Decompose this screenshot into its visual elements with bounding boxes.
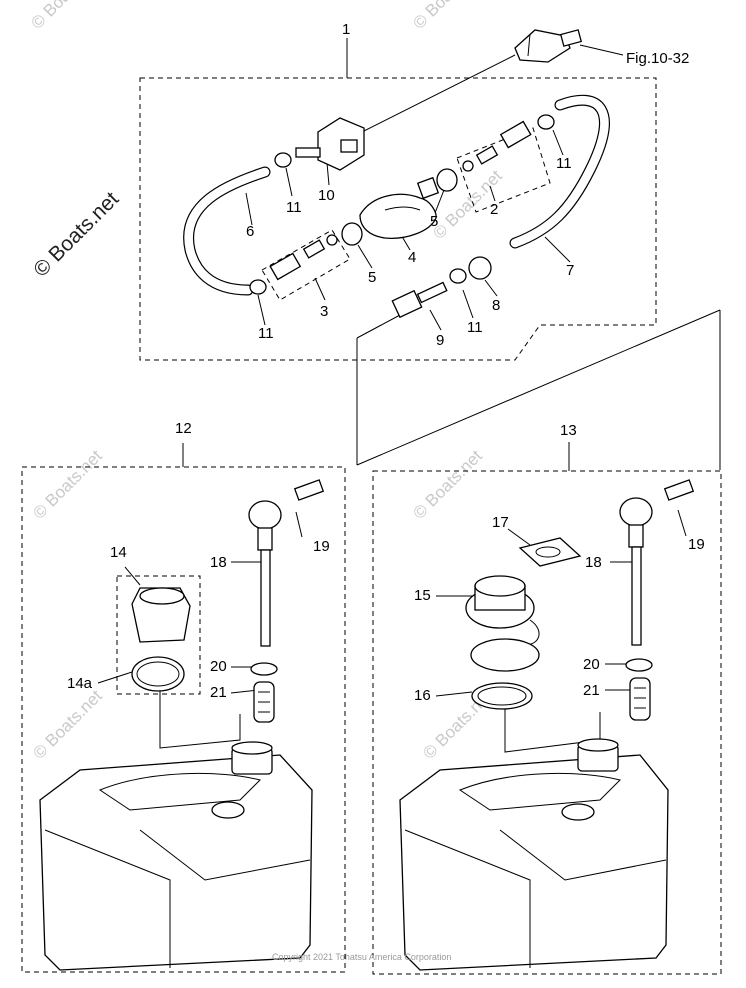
watermark: © Boats.net [409,0,486,33]
primer-assembly [183,94,610,319]
callout-14a: 14a [67,675,93,692]
leader-lines [97,38,721,753]
callout-20: 20 [210,658,227,675]
connector-fig-10-32 [514,29,583,63]
callout-18: 18 [585,554,602,571]
callout-1: 1 [342,21,350,38]
callout-2: 2 [490,201,498,218]
assembly-13-boundary [372,470,722,975]
watermarks: © Boats.net © Boats.net © Boats.net © Bo… [27,0,506,763]
callout-5: 5 [430,213,438,230]
callout-5: 5 [368,269,376,286]
callout-4: 4 [408,249,416,266]
callouts: 1 Fig.10-32 10 11 6 5 2 11 4 7 5 3 8 11 … [67,21,705,704]
callout-20: 20 [583,656,600,673]
watermark: © Boats.net [27,0,104,33]
callout-11: 11 [467,319,483,336]
callout-9: 9 [436,332,444,349]
callout-15: 15 [414,587,431,604]
callout-17: 17 [492,514,509,531]
callout-19: 19 [313,538,330,555]
watermark: © Boats.net [29,446,106,523]
tank-assembly-13 [399,479,695,971]
callout-19: 19 [688,536,705,553]
callout-6: 6 [246,223,254,240]
watermark: © Boats.net [409,446,486,523]
tank-assembly-12 [39,479,325,971]
callout-8: 8 [492,297,500,314]
watermark: © Boats.net [29,686,106,763]
part-3-boundary [261,229,351,301]
callout-11: 11 [258,325,274,342]
callout-21: 21 [583,682,600,699]
assembly-1-boundary [139,77,657,361]
copyright-text: Copyright 2021 Tohatsu America Corporati… [272,952,451,962]
watermark-primary: © Boats.net [29,187,123,281]
callout-14: 14 [110,544,127,561]
callout-12: 12 [175,420,192,437]
callout-11: 11 [286,199,302,216]
callout-13: 13 [560,422,577,439]
callout-21: 21 [210,684,227,701]
part-14-boundary [116,575,201,695]
callout-11: 11 [556,155,572,172]
callout-3: 3 [320,303,328,320]
callout-18: 18 [210,554,227,571]
callout-7: 7 [566,262,574,279]
callout-10: 10 [318,187,335,204]
callout-16: 16 [414,687,431,704]
callout-figure-ref: Fig.10-32 [626,50,689,67]
